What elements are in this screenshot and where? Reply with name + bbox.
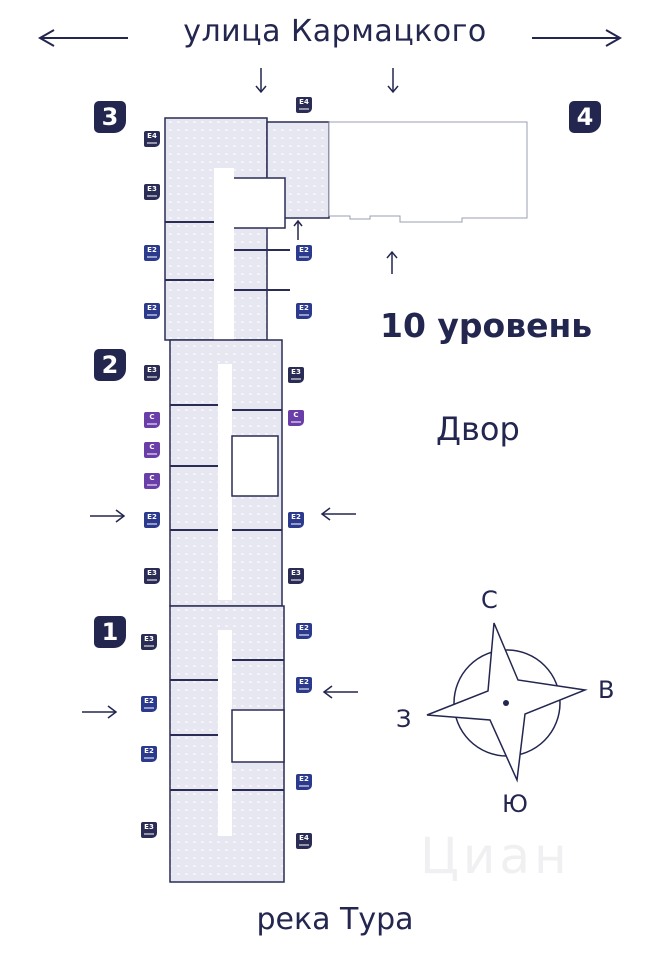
apartment-badge[interactable]: E3 [144,568,160,584]
apartment-badge[interactable]: E4 [296,97,312,113]
building-section-2[interactable] [169,339,283,607]
section-marker-3[interactable]: 3 [94,101,126,133]
apartment-badge[interactable]: E3 [144,365,160,381]
street-arrow-right [532,29,623,47]
compass-west: З [396,705,412,733]
apartment-badge[interactable]: E2 [296,774,312,790]
apartment-badge[interactable]: E3 [141,822,157,838]
building-section-3[interactable] [164,117,330,341]
apartment-badge[interactable]: E2 [296,303,312,319]
apartment-badge[interactable]: E2 [144,303,160,319]
apartment-badge[interactable]: C [288,410,304,426]
street-label: улица Кармацкого [183,14,487,49]
section-marker-1[interactable]: 1 [94,616,126,648]
apartment-badge[interactable]: E2 [288,512,304,528]
apartment-badge[interactable]: C [144,442,160,458]
yard-label: Двор [436,410,520,448]
apartment-badge[interactable]: E2 [296,677,312,693]
entrance-arrow-down-2 [387,68,399,94]
building-section-1[interactable] [169,605,285,883]
section-marker-4[interactable]: 4 [569,101,601,133]
compass-north: С [481,586,498,614]
apartment-badge[interactable]: E3 [288,367,304,383]
apartment-badge[interactable]: E2 [296,245,312,261]
apartment-badge[interactable]: E4 [296,833,312,849]
entrance-arrow-right-2 [82,705,118,719]
apartment-badge[interactable]: E2 [296,623,312,639]
apartment-badge[interactable]: E3 [144,184,160,200]
entrance-arrow-down-1 [255,68,267,94]
entrance-arrow-left-1 [320,507,356,521]
compass-east: В [598,676,615,704]
street-arrow-left [37,29,128,47]
apartment-badge[interactable]: E2 [144,245,160,261]
apartment-badge[interactable]: E2 [141,746,157,762]
river-label: река Тура [256,902,414,937]
apartment-badge[interactable]: E3 [288,568,304,584]
apartment-badge[interactable]: E2 [141,696,157,712]
compass-rose [426,622,588,783]
watermark: Циан [420,827,571,885]
compass-south: Ю [502,790,528,818]
section-marker-2[interactable]: 2 [94,349,126,381]
building-section-4[interactable] [328,121,528,223]
apartment-badge[interactable]: E3 [141,634,157,650]
entrance-arrow-right-1 [90,509,126,523]
apartment-badge[interactable]: E2 [144,512,160,528]
apartment-badge[interactable]: C [144,473,160,489]
entrance-arrow-up-1 [293,219,303,240]
entrance-arrow-left-2 [322,685,358,699]
apartment-badge[interactable]: E4 [144,131,160,147]
floor-level-title: 10 уровень [380,306,593,345]
apartment-badge[interactable]: C [144,412,160,428]
entrance-arrow-up-2 [386,250,398,274]
